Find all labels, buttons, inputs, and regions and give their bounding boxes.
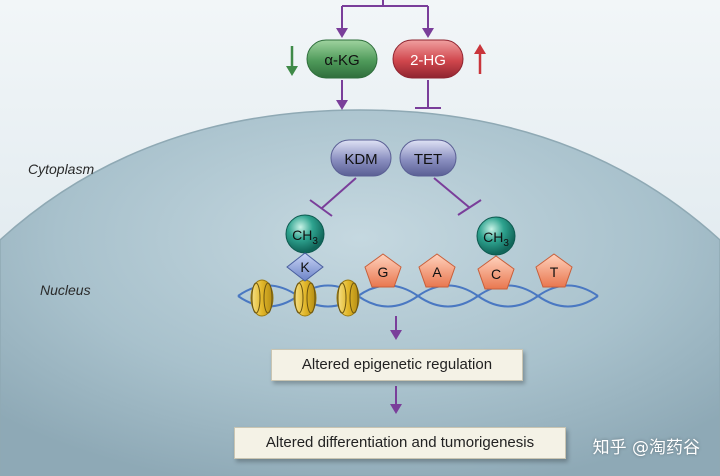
- epigenetic-outcome-box: Altered epigenetic regulation: [271, 349, 523, 381]
- lysine-label: K: [300, 259, 310, 275]
- akg-decrease-arrow-icon: [286, 46, 298, 76]
- tet-label: TET: [414, 151, 442, 168]
- akg-to-enzymes-arrow: [336, 80, 348, 110]
- lysine-diamond: K: [286, 252, 324, 282]
- nucleus-label: Nucleus: [40, 282, 91, 298]
- histone-methyl-label: CH3: [292, 227, 318, 247]
- histone-methyl-ball: CH3: [285, 214, 325, 254]
- 2hg-inhibition-bar: [415, 80, 441, 109]
- 2hg-pill: 2-HG: [392, 39, 464, 79]
- nucleus-region: [0, 109, 720, 476]
- watermark: 知乎 @淘药谷: [592, 438, 700, 458]
- nucleosome: [336, 279, 360, 317]
- nucleosome: [293, 279, 317, 317]
- svg-text:C: C: [491, 266, 501, 282]
- base-g: G: [364, 253, 402, 288]
- nucleosome: [250, 279, 274, 317]
- base-a: A: [418, 253, 456, 288]
- tet-pill: TET: [399, 139, 457, 177]
- svg-text:G: G: [378, 264, 389, 280]
- base-t: T: [535, 253, 573, 288]
- cytoplasm-label: Cytoplasm: [28, 161, 94, 177]
- kdm-label: KDM: [344, 151, 377, 168]
- svg-text:A: A: [432, 264, 442, 280]
- 2hg-label: 2-HG: [410, 52, 446, 69]
- dna-methyl-label: CH3: [483, 229, 509, 249]
- dna-methyl-ball: CH3: [476, 216, 516, 256]
- arrowhead-2hg: [422, 28, 434, 38]
- epigenetic-to-tumor-arrow: [390, 386, 402, 414]
- akg-label: α-KG: [324, 52, 359, 69]
- akg-pill: α-KG: [306, 39, 378, 79]
- tumor-outcome-box: Altered differentiation and tumorigenesi…: [234, 427, 566, 459]
- svg-text:T: T: [550, 264, 559, 280]
- kdm-pill: KDM: [330, 139, 392, 177]
- upstream-arrows: [341, 0, 429, 30]
- arrowhead-akg: [336, 28, 348, 38]
- base-c: C: [477, 255, 515, 290]
- 2hg-increase-arrow-icon: [474, 44, 486, 74]
- tumor-outcome-label: Altered differentiation and tumorigenesi…: [265, 434, 535, 451]
- tet-inhibition-line: [433, 177, 482, 216]
- kdm-inhibition-line: [309, 177, 357, 217]
- dna-to-epigenetic-arrow: [390, 316, 402, 340]
- epigenetic-outcome-label: Altered epigenetic regulation: [301, 356, 493, 373]
